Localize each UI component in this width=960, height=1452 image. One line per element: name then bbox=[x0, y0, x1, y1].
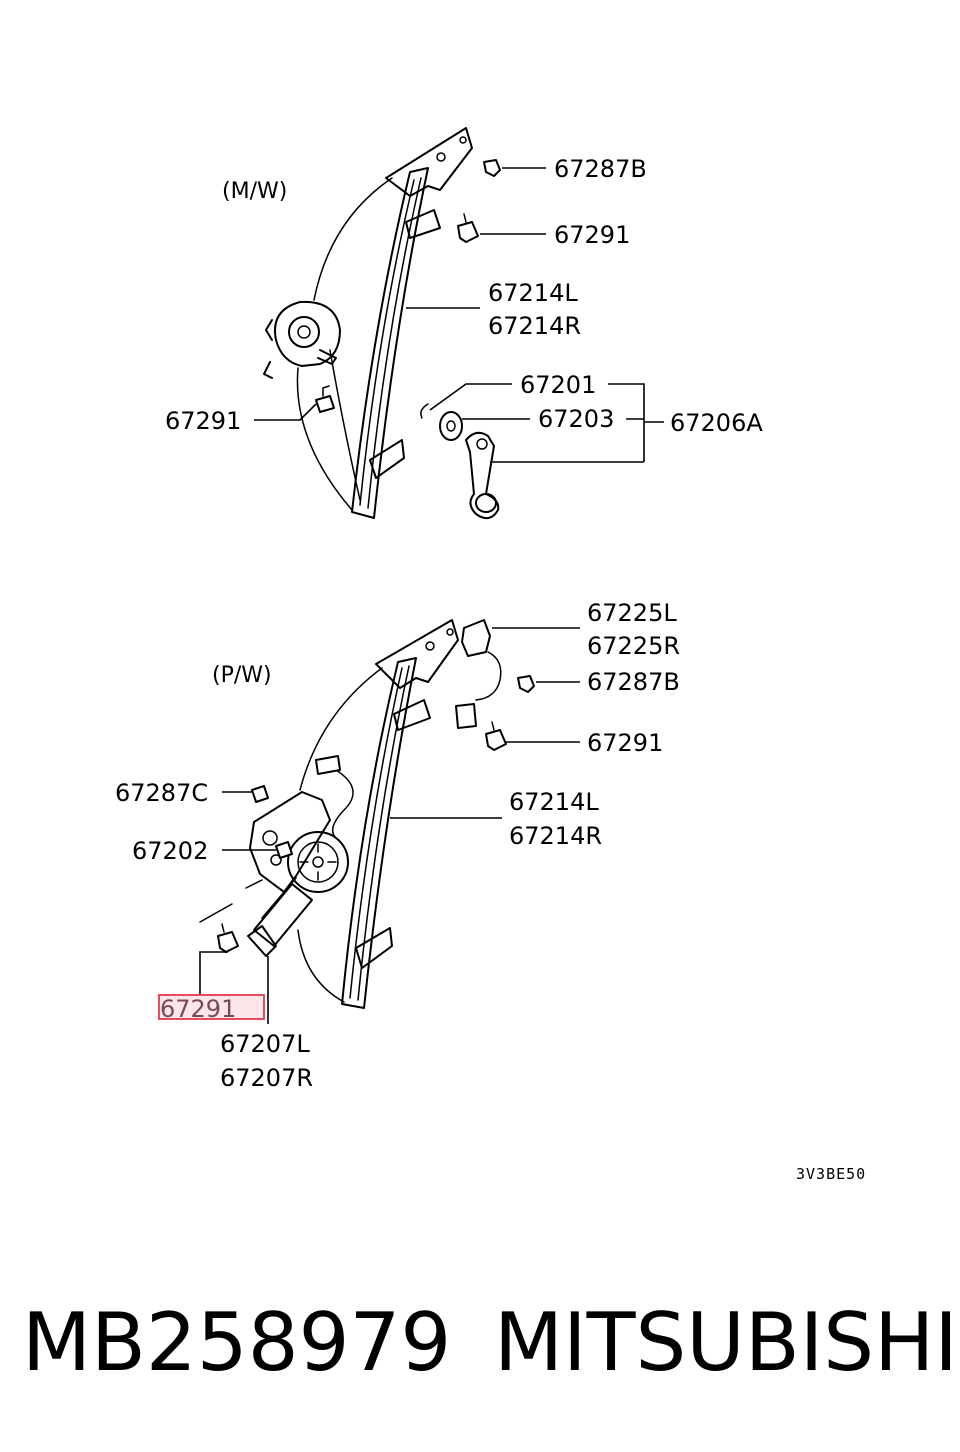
callout-67225L-pw[interactable]: 67225L bbox=[587, 599, 677, 627]
callout-67214R-pw[interactable]: 67214R bbox=[509, 822, 602, 850]
part-number: MB258979 bbox=[22, 1296, 452, 1389]
brand-name: MITSUBISHI bbox=[494, 1296, 958, 1389]
callout-67291-mw-upper[interactable]: 67291 bbox=[554, 221, 630, 249]
highlight-box bbox=[158, 994, 265, 1020]
callout-67291-mw-lower[interactable]: 67291 bbox=[165, 407, 241, 435]
callout-67206A-mw[interactable]: 67206A bbox=[670, 409, 763, 437]
power-window-regulator-drawing bbox=[199, 619, 535, 1009]
callout-67287B-pw[interactable]: 67287B bbox=[587, 668, 680, 696]
section-label-manual-window: (M/W) bbox=[222, 179, 287, 204]
callout-67287C-pw[interactable]: 67287C bbox=[115, 779, 208, 807]
callout-67287B-mw[interactable]: 67287B bbox=[554, 155, 647, 183]
callout-67203-mw[interactable]: 67203 bbox=[538, 405, 614, 433]
callout-67207L-pw[interactable]: 67207L bbox=[220, 1030, 310, 1058]
footer: MB258979 MITSUBISHI bbox=[0, 1288, 960, 1398]
manual-window-regulator-drawing bbox=[263, 127, 501, 520]
callout-67214R-mw[interactable]: 67214R bbox=[488, 312, 581, 340]
callout-67214L-pw[interactable]: 67214L bbox=[509, 788, 599, 816]
section-label-power-window: (P/W) bbox=[212, 663, 272, 688]
callout-67202-pw[interactable]: 67202 bbox=[132, 837, 208, 865]
diagram-code: 3V3BE50 bbox=[796, 1165, 866, 1183]
callout-67207R-pw[interactable]: 67207R bbox=[220, 1064, 313, 1092]
callout-67291-pw-lower-highlighted[interactable]: 67291 bbox=[160, 995, 236, 1023]
callout-67291-pw-upper[interactable]: 67291 bbox=[587, 729, 663, 757]
callout-67201-mw[interactable]: 67201 bbox=[520, 371, 596, 399]
leader-lines bbox=[199, 167, 664, 1024]
callout-67214L-mw[interactable]: 67214L bbox=[488, 279, 578, 307]
callout-67225R-pw[interactable]: 67225R bbox=[587, 632, 680, 660]
